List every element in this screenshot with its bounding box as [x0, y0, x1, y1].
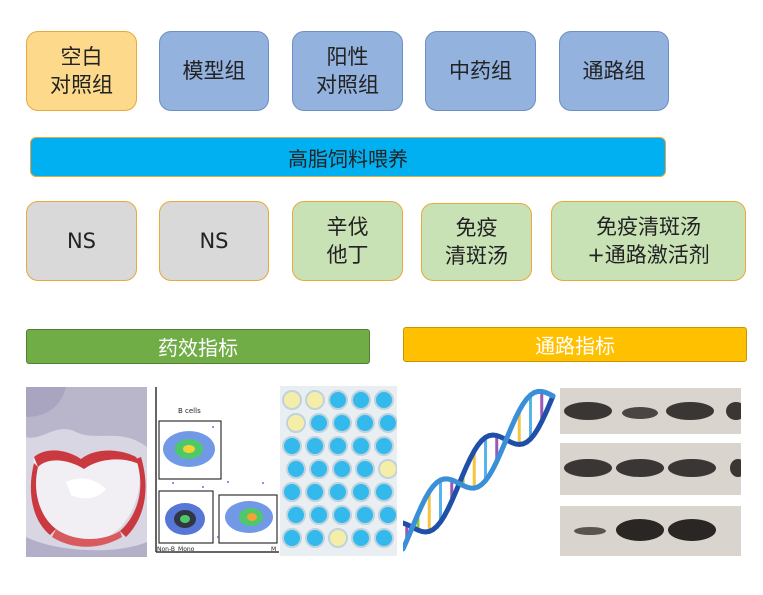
plate-well: [374, 390, 394, 410]
flow-cytometry-plot: B cells Non-B_Mono M: [153, 387, 279, 557]
plate-well: [286, 413, 306, 433]
plate-well: [305, 528, 325, 548]
plate-well: [286, 505, 306, 525]
plate-well: [328, 390, 348, 410]
plate-well: [309, 459, 329, 479]
efficacy-indicator-bar: 药效指标: [26, 329, 370, 364]
plate-well: [378, 459, 397, 479]
plate-well: [351, 528, 371, 548]
pathway-indicator-bar: 通路指标: [403, 327, 747, 362]
treatment-simvastatin: 辛伐 他丁: [292, 201, 403, 281]
plate-well: [374, 436, 394, 456]
gate-label-m: M: [271, 546, 276, 553]
western-blot-image: [560, 386, 741, 557]
plate-well: [378, 413, 397, 433]
plate-well: [374, 482, 394, 502]
plate-well: [355, 413, 375, 433]
plate-well: [328, 436, 348, 456]
plate-well: [332, 413, 352, 433]
plate-well: [282, 436, 302, 456]
plate-well: [282, 528, 302, 548]
diet-bar: 高脂饲料喂养: [30, 137, 666, 177]
plate-well: [351, 482, 371, 502]
group-positive-control: 阳性 对照组: [292, 31, 403, 111]
dna-strand-2: [403, 388, 556, 552]
plate-well: [328, 528, 348, 548]
plate-well: [282, 390, 302, 410]
treatment-tcm: 免疫 清斑汤: [421, 203, 532, 281]
plate-well: [351, 436, 371, 456]
dna-strand-1: [403, 393, 556, 535]
group-tcm: 中药组: [425, 31, 536, 111]
treatment-model: NS: [159, 201, 269, 281]
gate-label-b-cells: B cells: [178, 407, 201, 415]
dna-helix-image: [403, 386, 558, 556]
plate-well: [378, 505, 397, 525]
histology-image: [26, 387, 147, 557]
plate-well: [309, 413, 329, 433]
plate-well: [332, 505, 352, 525]
group-blank-control: 空白 对照组: [26, 31, 137, 111]
treatment-blank: NS: [26, 201, 137, 281]
plate-well: [305, 436, 325, 456]
plate-well: [328, 482, 348, 502]
plate-well: [374, 528, 394, 548]
plate-well: [355, 505, 375, 525]
group-model: 模型组: [159, 31, 269, 111]
plate-well: [305, 482, 325, 502]
gate-label-non-b-mono: Non-B_Mono: [157, 546, 195, 553]
plate-well: [355, 459, 375, 479]
plate-well: [351, 390, 371, 410]
plate-well: [305, 390, 325, 410]
plate-well: [282, 482, 302, 502]
plate-well: [332, 459, 352, 479]
plate-well: [286, 459, 306, 479]
group-pathway: 通路组: [559, 31, 669, 111]
treatment-tcm-plus-activator: 免疫清斑汤 +通路激活剂: [551, 201, 746, 281]
plate-well: [309, 505, 329, 525]
elisa-plate-image: [280, 386, 397, 556]
